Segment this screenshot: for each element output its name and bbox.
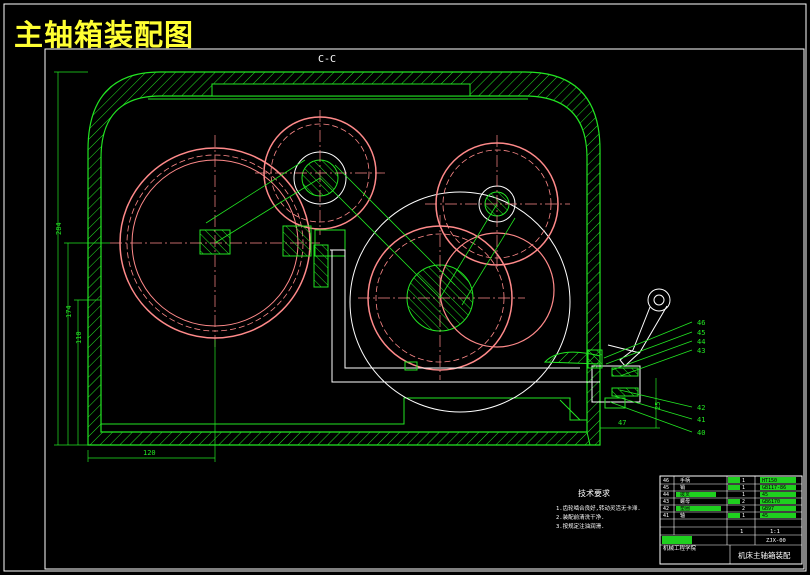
title-block-scale: 1:1: [770, 529, 780, 535]
notes-line-2: 2.装配前清洗干净.: [556, 513, 604, 521]
parts-row-6-qty: 1: [742, 513, 745, 519]
dim-right-width: 47: [618, 419, 626, 427]
title-block: 46 手柄 1 HT150 45 销 1 GB117-86 44 拨叉 1 45…: [659, 475, 803, 565]
housing-wall: [87, 71, 601, 446]
parts-row-1-name: 手柄: [680, 477, 690, 484]
parts-row-3-qty: 1: [742, 492, 745, 498]
parts-row-4-note: GB6170: [762, 499, 780, 505]
parts-row-5-no: 42: [663, 506, 669, 512]
dimension-lines: [54, 71, 660, 462]
part-number-44: 44: [697, 338, 705, 346]
part-numbers: 46 45 44 43 42 41 40: [697, 319, 705, 437]
part-number-46: 46: [697, 319, 705, 327]
mid-ref-circle: [349, 191, 571, 413]
parts-row-1-note: HT150: [762, 478, 777, 484]
dim-mid-height: 174: [65, 305, 73, 318]
handle-lever: [607, 288, 671, 367]
parts-row-6-note: 45: [762, 513, 768, 519]
center-lines: [110, 110, 570, 380]
housing-inner-floor: [101, 397, 587, 425]
title-block-school: 机械工程学院: [663, 544, 697, 552]
parts-row-3-name: 拨叉: [680, 491, 690, 498]
center-distance-lines: [205, 159, 516, 306]
inner-frame: [44, 48, 805, 570]
dim-right-height: 25: [654, 402, 662, 410]
parts-row-3-note: 45: [762, 492, 768, 498]
parts-row-6-no: 41: [663, 513, 669, 519]
dim-bottom-width: 120: [143, 449, 156, 457]
housing-top-window: [211, 83, 471, 97]
parts-row-6-name: 轴: [680, 512, 685, 519]
parts-row-2-name: 销: [680, 484, 685, 491]
notes-line-1: 1.齿轮啮合良好,转动灵活无卡滞.: [556, 504, 641, 512]
part-number-43: 43: [697, 347, 705, 355]
dim-overall-height: 284: [55, 222, 63, 235]
notes-line-3: 3.按规定注油润滑.: [556, 522, 604, 530]
dim-inner-height: 110: [75, 331, 83, 344]
title-block-drawing-no: ZJX-00: [766, 538, 786, 544]
title-block-sheet: 1: [740, 529, 743, 535]
parts-row-5-note: GB97: [762, 506, 774, 512]
part-number-42: 42: [697, 404, 705, 412]
parts-row-1-qty: 1: [742, 478, 745, 484]
parts-row-2-qty: 1: [742, 485, 745, 491]
parts-row-4-name: 螺母: [680, 498, 690, 505]
parts-row-1-no: 46: [663, 478, 669, 484]
part-leaders: [603, 321, 693, 433]
parts-row-4-no: 43: [663, 499, 669, 505]
parts-row-4-qty: 2: [742, 499, 745, 505]
outer-frame: [3, 3, 807, 572]
housing-foot: [559, 399, 591, 446]
part-number-45: 45: [697, 329, 705, 337]
title-block-project: 机床主轴箱装配: [738, 550, 791, 560]
part-number-41: 41: [697, 416, 705, 424]
section-label: C-C: [318, 54, 336, 65]
parts-row-2-note: GB117-86: [762, 485, 786, 491]
parts-row-2-no: 45: [663, 485, 669, 491]
drawing-title: 主轴箱装配图: [14, 18, 195, 52]
parts-row-3-no: 44: [663, 492, 669, 498]
lever-boss: [543, 351, 601, 365]
notes-heading: 技术要求: [578, 488, 610, 498]
parts-row-5-name: 垫圈: [680, 505, 690, 512]
parts-row-5-qty: 2: [742, 506, 745, 512]
part-number-40: 40: [697, 429, 705, 437]
parts-list-highlights: [662, 477, 796, 544]
